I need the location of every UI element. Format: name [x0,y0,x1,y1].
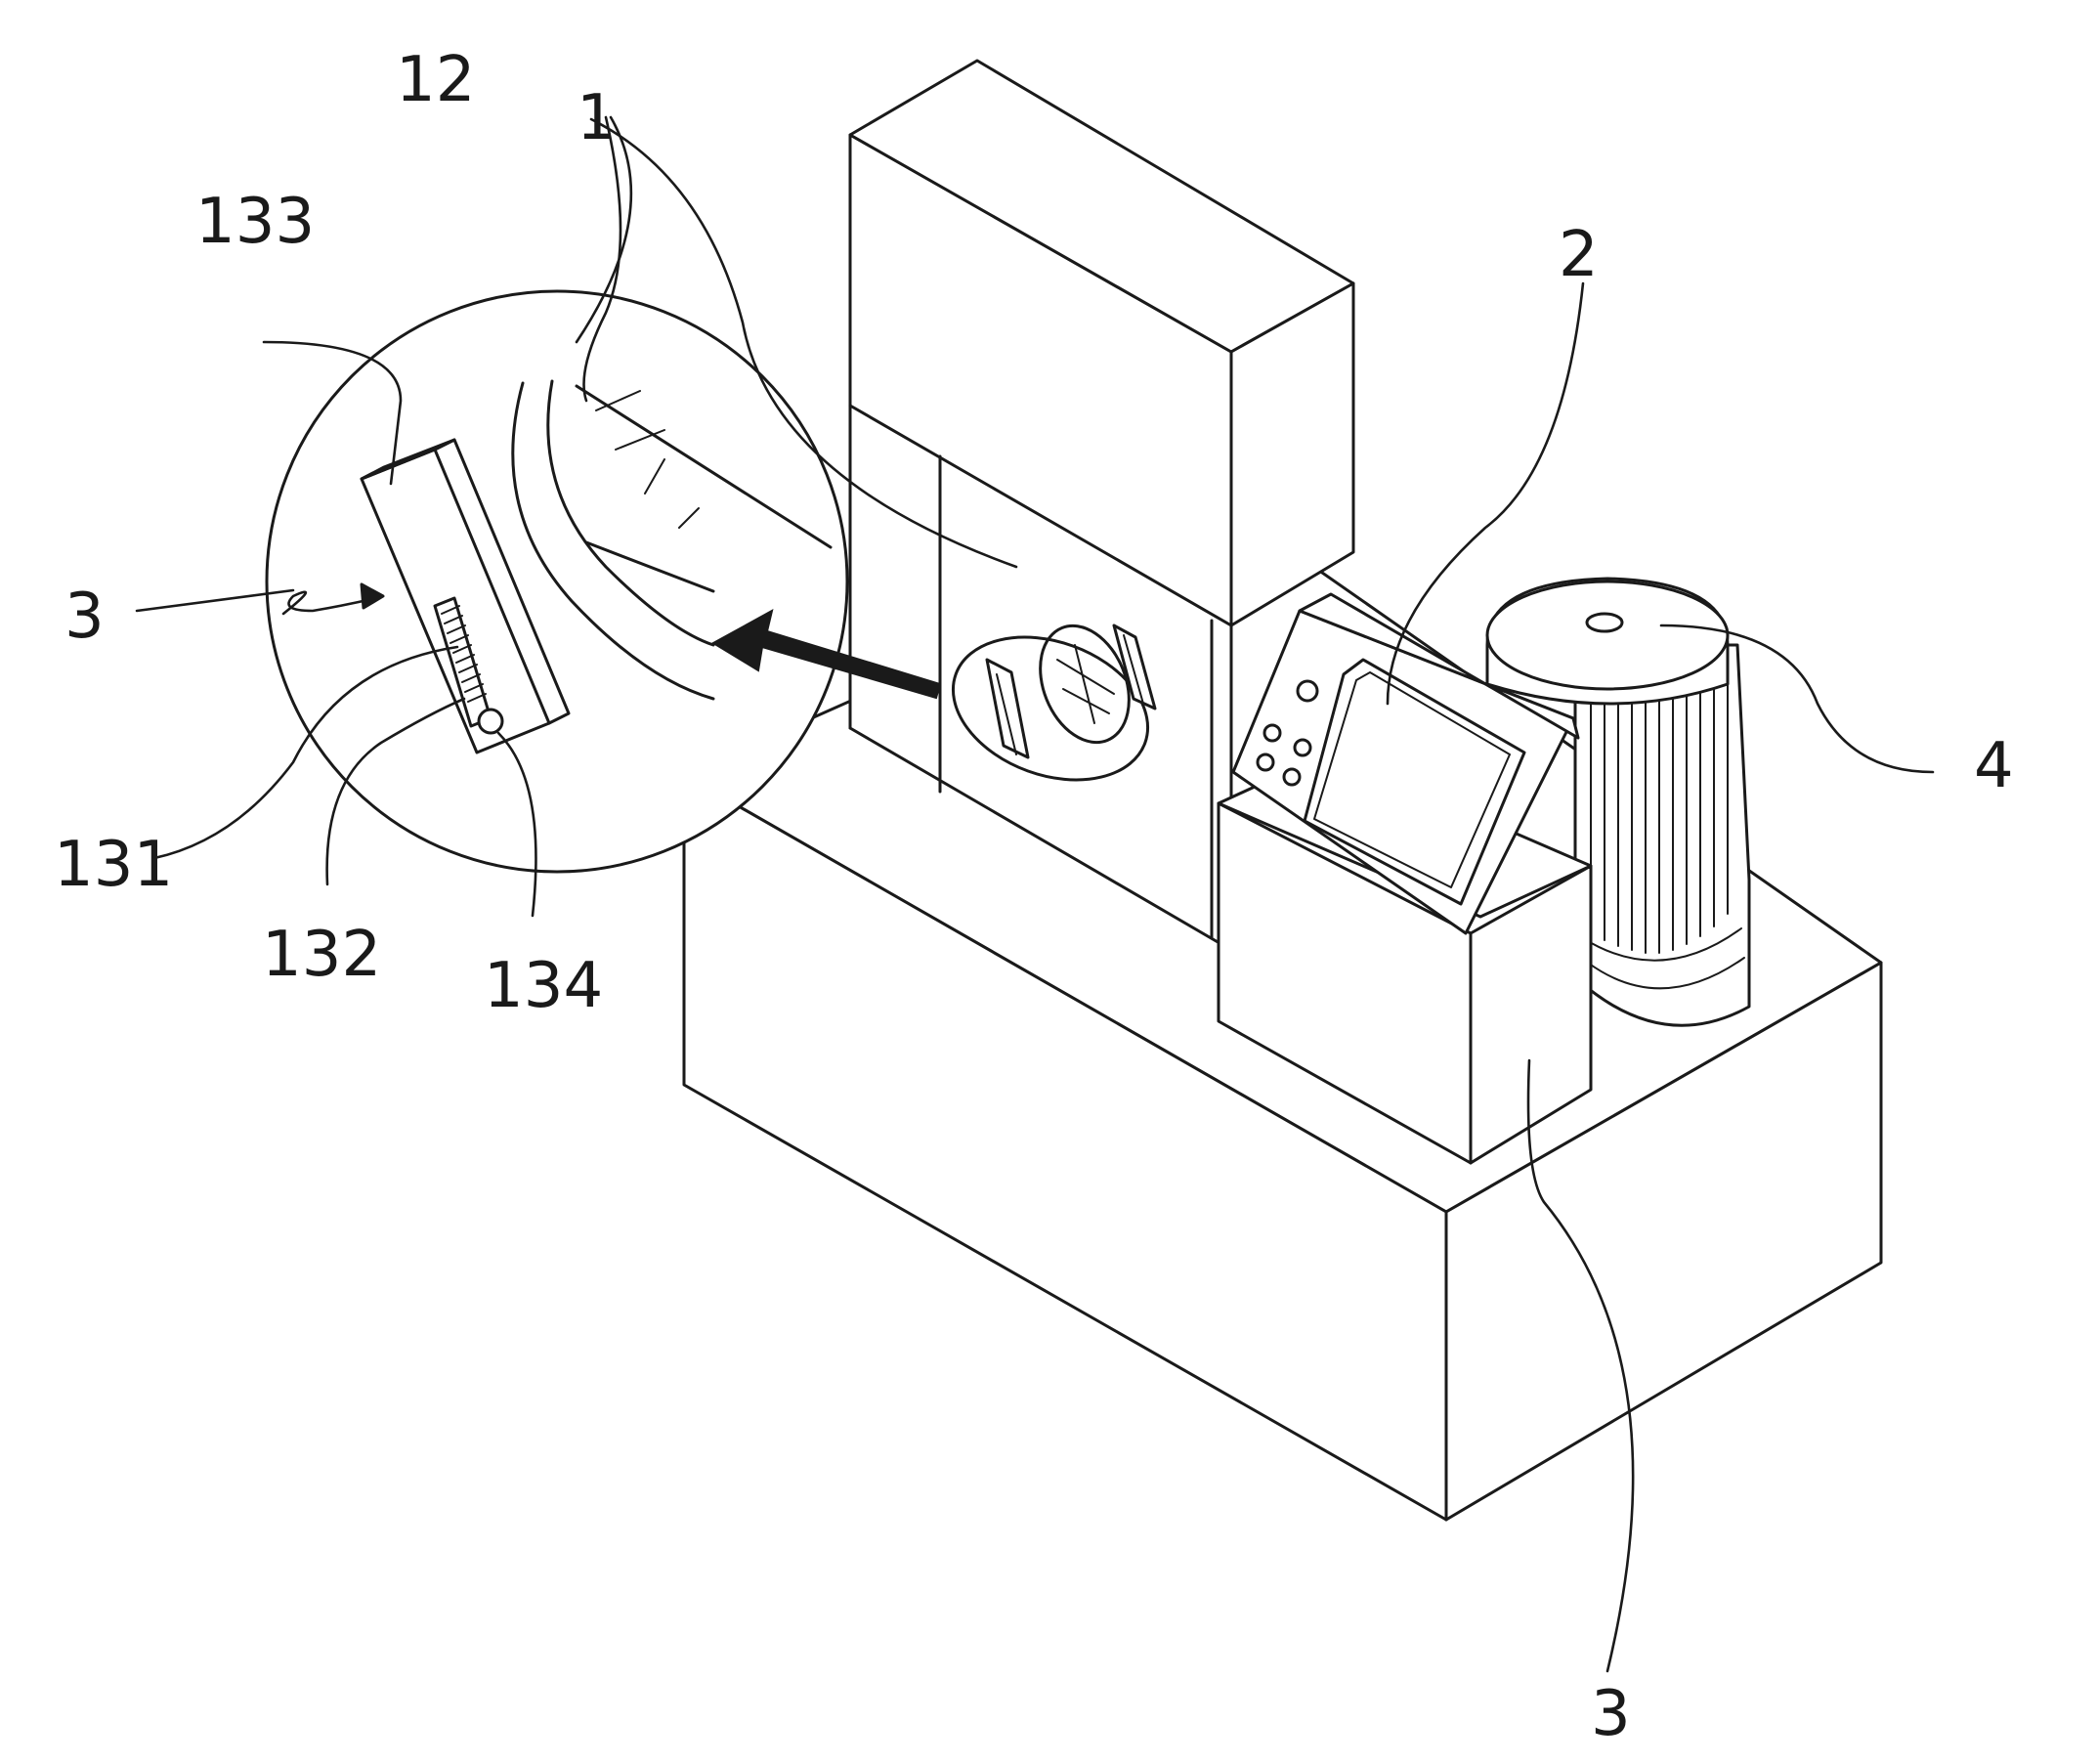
label-motor: 4 [1974,730,2014,802]
pinion [477,708,504,735]
detail-arrow-head [360,582,385,610]
control-button [1296,679,1319,703]
control-button [1293,738,1312,757]
label-pinion: 134 [484,950,603,1022]
label-rack-gear: 131 [54,829,173,901]
label-guide-member-detail: 3 [64,581,105,653]
control-panel [1217,592,1593,1165]
main-body [848,59,1355,952]
motor-fins [1582,660,1745,990]
label-guide-bar: 133 [195,186,315,258]
leader-lines [135,115,1935,1673]
label-lens-wheel: 12 [396,44,475,116]
display-screen [1303,658,1526,906]
label-control-panel: 2 [1559,219,1599,291]
control-button [1282,767,1302,787]
detail-magnifier [265,289,849,874]
control-button [1262,723,1282,743]
callout-arrow [711,609,942,700]
label-main-body: 1 [577,82,617,154]
label-guide-member-base: 3 [1591,1678,1631,1750]
reference-labels: 1 12 2 3 3 4 133 131 132 134 [54,44,2014,1750]
motor [1485,577,1751,1027]
label-slot: 132 [262,919,381,991]
control-button [1256,753,1275,772]
front-window [951,624,1157,782]
